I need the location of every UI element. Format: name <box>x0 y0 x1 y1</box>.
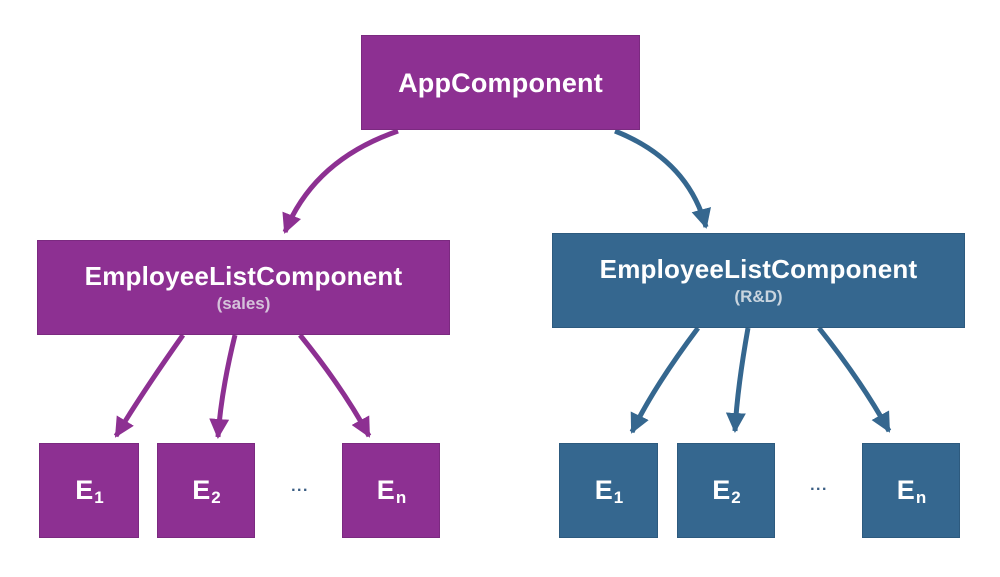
node-sales-en: En <box>342 443 440 538</box>
node-label: AppComponent <box>398 67 603 98</box>
node-sales-e2: E2 <box>157 443 255 538</box>
leaf-label: E2 <box>712 475 741 507</box>
arrow-root-to-sales-list <box>282 128 399 234</box>
arrow-sales-to-e1 <box>113 333 186 438</box>
node-employee-list-rd: EmployeeListComponent (R&D) <box>552 233 965 328</box>
arrow-sales-to-e2 <box>209 334 238 439</box>
leaf-label: E1 <box>75 475 104 507</box>
arrow-root-to-rd-list <box>614 128 711 229</box>
node-sublabel: (R&D) <box>734 286 783 306</box>
arrow-rd-to-en <box>817 326 892 433</box>
ellipsis-sales: ... <box>291 478 309 495</box>
arrow-rd-to-e1 <box>629 326 701 434</box>
node-label: EmployeeListComponent <box>599 253 918 284</box>
arrow-sales-to-en <box>298 333 372 438</box>
leaf-label: En <box>376 475 407 507</box>
node-app-component: AppComponent <box>361 35 640 130</box>
node-sales-e1: E1 <box>39 443 139 538</box>
node-sublabel: (sales) <box>216 293 271 313</box>
leaf-label: E1 <box>594 475 624 507</box>
leaf-label: E2 <box>192 475 221 507</box>
leaf-label: En <box>896 475 927 507</box>
node-employee-list-sales: EmployeeListComponent (sales) <box>37 240 450 335</box>
node-rd-en: En <box>862 443 960 538</box>
node-rd-e1: E1 <box>559 443 658 538</box>
arrow-rd-to-e2 <box>725 327 751 433</box>
node-label: EmployeeListComponent <box>84 260 403 291</box>
ellipsis-rd: ... <box>810 477 828 494</box>
node-rd-e2: E2 <box>677 443 775 538</box>
